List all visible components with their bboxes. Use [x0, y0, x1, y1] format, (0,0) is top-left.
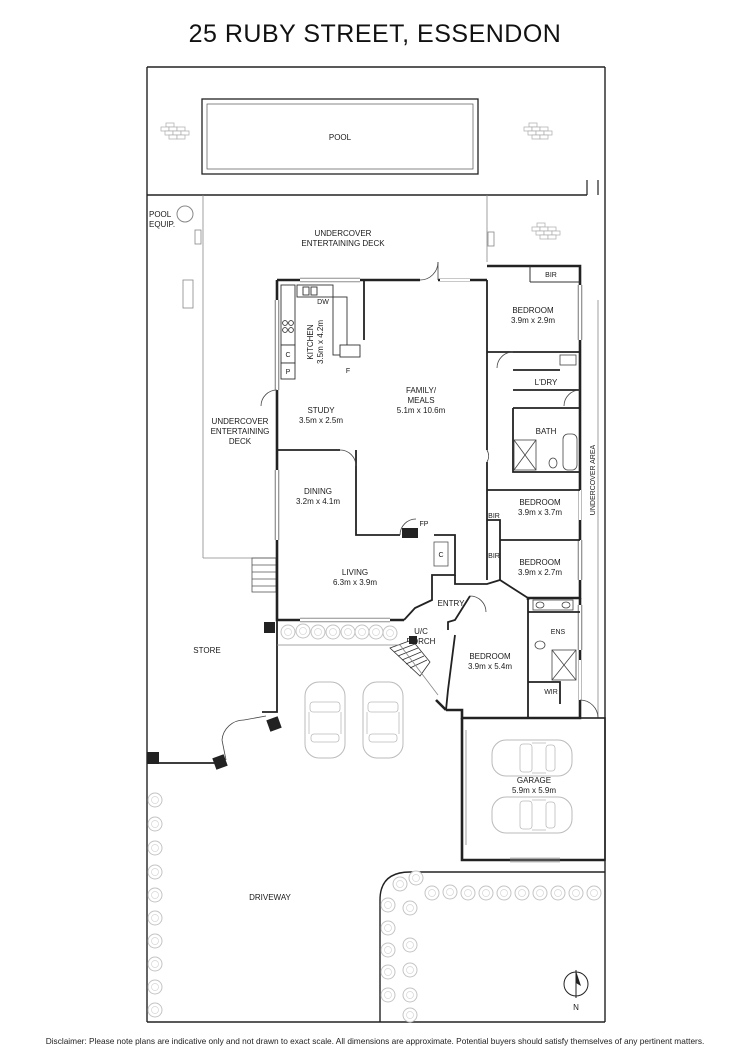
family-dims: 5.1m x 10.6m	[397, 406, 446, 415]
fireplace	[402, 528, 418, 538]
pool-outline	[201, 98, 479, 175]
entry-label: ENTRY	[438, 599, 466, 608]
pantry-c-label: C	[285, 352, 290, 359]
living-dims: 6.3m x 3.9m	[333, 578, 377, 587]
garage-name: GARAGE	[517, 776, 551, 785]
ensuite-fixtures	[532, 599, 577, 681]
paving-icon	[160, 122, 190, 140]
paving-icon	[531, 222, 561, 240]
driveway-label: DRIVEWAY	[249, 893, 291, 902]
dining-dims: 3.2m x 4.1m	[296, 497, 340, 506]
kitchen-fittings	[280, 284, 361, 380]
wir-label: WIR	[544, 689, 558, 696]
bedroom4-dims: 3.9m x 5.4m	[468, 662, 512, 671]
car-icon	[362, 681, 404, 759]
dining-name: DINING	[304, 487, 332, 496]
garage-outline	[461, 717, 606, 861]
property-boundary	[146, 66, 606, 1023]
family-name: MEALS	[407, 396, 434, 405]
deck-side-label: UNDERCOVER	[212, 417, 269, 426]
dw-label: DW	[317, 299, 329, 306]
front-wall	[147, 620, 278, 764]
pool-equipment-icon	[176, 205, 194, 223]
interior-walls	[277, 280, 580, 718]
porch-label: PORCH	[407, 637, 436, 646]
paving-icon	[523, 122, 553, 140]
bath-fixtures	[513, 354, 578, 471]
kitchen-dims: 3.5m x 4.2m	[316, 320, 325, 364]
laundry-label: L'DRY	[535, 378, 558, 387]
porch-label: U/C	[414, 627, 428, 636]
door-swings	[260, 261, 599, 719]
deck-top-label: ENTERTAINING DECK	[301, 239, 385, 248]
car-icon	[491, 739, 573, 777]
study-dims: 3.5m x 2.5m	[299, 416, 343, 425]
bir-label: BIR	[488, 513, 500, 520]
disclaimer: Disclaimer: Please note plans are indica…	[45, 1036, 705, 1046]
bedroom1-dims: 3.9m x 2.9m	[511, 316, 555, 325]
bir-label: BIR	[545, 272, 557, 279]
study-name: STUDY	[307, 406, 335, 415]
car-icon	[304, 681, 346, 759]
living-name: LIVING	[342, 568, 368, 577]
store-label: STORE	[193, 646, 220, 655]
page-title: 25 RUBY STREET, ESSENDON	[188, 20, 562, 48]
bedroom4-name: BEDROOM	[469, 652, 511, 661]
bedroom1-name: BEDROOM	[512, 306, 554, 315]
deck-side-label: DECK	[229, 437, 252, 446]
north-label: N	[573, 1003, 579, 1012]
bedroom2-dims: 3.9m x 3.7m	[518, 508, 562, 517]
fridge-label: F	[346, 368, 350, 375]
pool-equip-label: EQUIP.	[149, 220, 175, 229]
kitchen-name: KITCHEN	[306, 324, 315, 359]
pantry-p-label: P	[286, 369, 291, 376]
ensuite-label: ENS	[551, 629, 566, 636]
bedroom3-name: BEDROOM	[519, 558, 561, 567]
bath-label: BATH	[536, 427, 557, 436]
pool-label: POOL	[329, 133, 352, 142]
deck-top-label: UNDERCOVER	[315, 229, 372, 238]
north-arrow-icon	[563, 970, 589, 998]
deck-stairs	[251, 557, 277, 593]
undercover-area-label: UNDERCOVER AREA	[590, 444, 597, 515]
family-name: FAMILY/	[406, 386, 437, 395]
car-icon	[491, 796, 573, 834]
courtyard-shrubs	[280, 623, 398, 641]
pool-equip-label: POOL	[149, 210, 172, 219]
cupboard-label: C	[438, 552, 443, 559]
fp-label: FP	[420, 521, 429, 528]
deck-side-label: ENTERTAINING	[211, 427, 270, 436]
garage-dims: 5.9m x 5.9m	[512, 786, 556, 795]
bedroom2-name: BEDROOM	[519, 498, 561, 507]
bedroom3-dims: 3.9m x 2.7m	[518, 568, 562, 577]
undercover-deck	[194, 195, 495, 559]
bir-label: BIR	[488, 553, 500, 560]
